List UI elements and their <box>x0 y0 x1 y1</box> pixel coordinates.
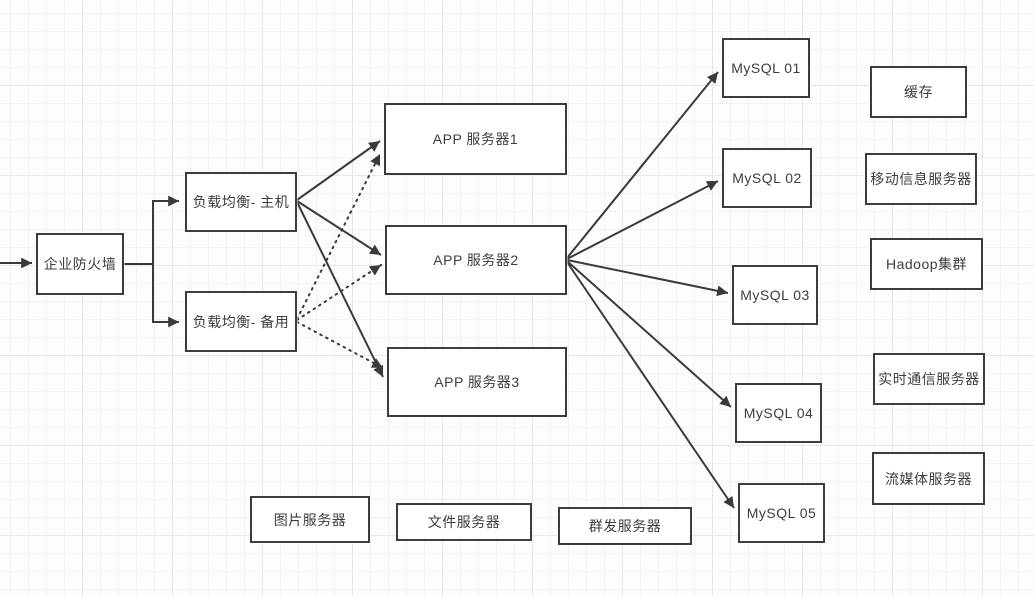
node-app-server-3[interactable]: APP 服务器3 <box>387 347 567 417</box>
node-mysql-04-label: MySQL 04 <box>743 405 814 421</box>
node-mysql-03[interactable]: MySQL 03 <box>732 265 818 325</box>
node-cache-server[interactable]: 缓存 <box>870 66 967 118</box>
node-firewall-label: 企业防火墙 <box>43 256 117 272</box>
node-hadoop-cluster[interactable]: Hadoop集群 <box>870 238 983 290</box>
edge-app2-mysql04[interactable] <box>566 260 732 408</box>
node-load-balancer-primary-label: 负载均衡- 主机 <box>192 194 290 210</box>
edge-lb-backup-app1[interactable] <box>296 153 381 320</box>
node-mobile-info-server[interactable]: 移动信息服务器 <box>865 153 977 205</box>
node-mass-send-server-label: 群发服务器 <box>588 518 662 534</box>
node-mobile-info-server-label: 移动信息服务器 <box>870 171 972 187</box>
edge-app2-mysql03[interactable] <box>566 259 729 297</box>
node-realtime-comm-server-label: 实时通信服务器 <box>878 371 980 387</box>
node-mysql-05[interactable]: MySQL 05 <box>738 483 825 543</box>
node-load-balancer-backup-label: 负载均衡- 备用 <box>192 313 290 330</box>
node-app-server-3-label: APP 服务器3 <box>434 374 520 390</box>
node-cache-server-label: 缓存 <box>904 84 933 100</box>
edge-firewall-lb-primary[interactable] <box>124 195 179 265</box>
node-file-server-label: 文件服务器 <box>427 514 501 530</box>
edge-firewall-lb-backup[interactable] <box>152 264 179 328</box>
edge-lb-backup-app3[interactable] <box>296 321 384 369</box>
edge-lb-primary-app1[interactable] <box>296 140 381 201</box>
node-firewall[interactable]: 企业防火墙 <box>36 233 124 295</box>
node-image-server-label: 图片服务器 <box>273 511 347 528</box>
node-mysql-02[interactable]: MySQL 02 <box>722 148 812 208</box>
node-app-server-1-label: APP 服务器1 <box>432 131 519 147</box>
node-streaming-media-server[interactable]: 流媒体服务器 <box>872 452 985 505</box>
edge-app2-mysql01[interactable] <box>566 71 719 259</box>
node-mysql-01[interactable]: MySQL 01 <box>722 38 810 98</box>
node-mysql-02-label: MySQL 02 <box>732 170 802 186</box>
node-mysql-04[interactable]: MySQL 04 <box>735 383 822 443</box>
edge-app2-mysql02[interactable] <box>566 180 719 260</box>
edge-lb-primary-app3[interactable] <box>296 201 384 378</box>
node-mysql-03-label: MySQL 03 <box>740 287 810 303</box>
node-file-server[interactable]: 文件服务器 <box>396 503 532 541</box>
node-mass-send-server[interactable]: 群发服务器 <box>558 507 692 545</box>
node-app-server-1[interactable]: APP 服务器1 <box>384 103 567 175</box>
node-load-balancer-backup[interactable]: 负载均衡- 备用 <box>185 291 297 352</box>
edge-app2-mysql05[interactable] <box>566 261 735 509</box>
edge-lb-backup-app2[interactable] <box>296 264 382 321</box>
node-app-server-2-label: APP 服务器2 <box>433 252 519 268</box>
node-image-server[interactable]: 图片服务器 <box>250 496 370 543</box>
node-mysql-01-label: MySQL 01 <box>731 60 801 76</box>
node-app-server-2[interactable]: APP 服务器2 <box>385 225 567 295</box>
edge-lb-primary-app2[interactable] <box>296 200 382 256</box>
node-load-balancer-primary[interactable]: 负载均衡- 主机 <box>185 172 297 232</box>
node-streaming-media-server-label: 流媒体服务器 <box>885 470 972 487</box>
node-hadoop-cluster-label: Hadoop集群 <box>885 256 968 272</box>
node-realtime-comm-server[interactable]: 实时通信服务器 <box>873 353 985 405</box>
node-mysql-05-label: MySQL 05 <box>746 505 817 521</box>
